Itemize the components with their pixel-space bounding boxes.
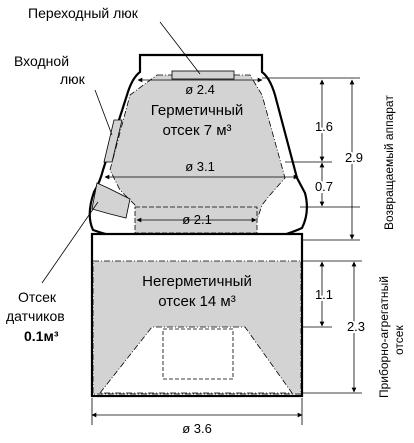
dim-h-upper: 1.6 xyxy=(315,119,333,134)
label-instrument-1: Приборно-агрегатный xyxy=(377,276,391,398)
dim-d-base: ø 3.6 xyxy=(182,421,212,436)
dim-h-instrument: 2.3 xyxy=(347,319,365,334)
label-pressurized-1: Герметичный xyxy=(151,102,243,119)
sensor-compartment-shape xyxy=(91,182,131,219)
dim-d-mid: ø 3.1 xyxy=(185,159,215,174)
label-reentry-vehicle: Возвращаемый аппарат xyxy=(382,95,396,230)
dim-h-total: 2.9 xyxy=(345,150,363,165)
label-sensor-3: 0.1м³ xyxy=(24,328,59,344)
label-transfer-hatch: Переходный люк xyxy=(28,5,139,21)
leader-sensor xyxy=(41,201,99,284)
label-sensor-2: датчиков xyxy=(6,308,65,324)
leader-entry-hatch xyxy=(94,89,113,136)
label-entry-hatch-1: Входной xyxy=(14,53,69,69)
dim-h-unpress: 1.1 xyxy=(315,287,333,302)
label-pressurized-2: отсек 7 м³ xyxy=(162,122,231,139)
label-sensor-1: Отсек xyxy=(18,289,57,305)
label-unpressurized-2: отсек 14 м³ xyxy=(158,293,235,310)
label-entry-hatch-2: люк xyxy=(60,71,86,87)
transfer-hatch-shape xyxy=(171,70,235,80)
entry-hatch-shape xyxy=(103,119,123,163)
leader-transfer-hatch xyxy=(159,21,201,75)
dim-d-top: ø 2.4 xyxy=(185,82,215,97)
label-unpressurized-1: Негерметичный xyxy=(142,273,252,290)
dim-h-lower: 0.7 xyxy=(315,179,333,194)
engine-box xyxy=(162,328,234,380)
label-instrument-2: отсек xyxy=(392,325,406,355)
dim-d-bottom: ø 2.1 xyxy=(182,212,212,227)
